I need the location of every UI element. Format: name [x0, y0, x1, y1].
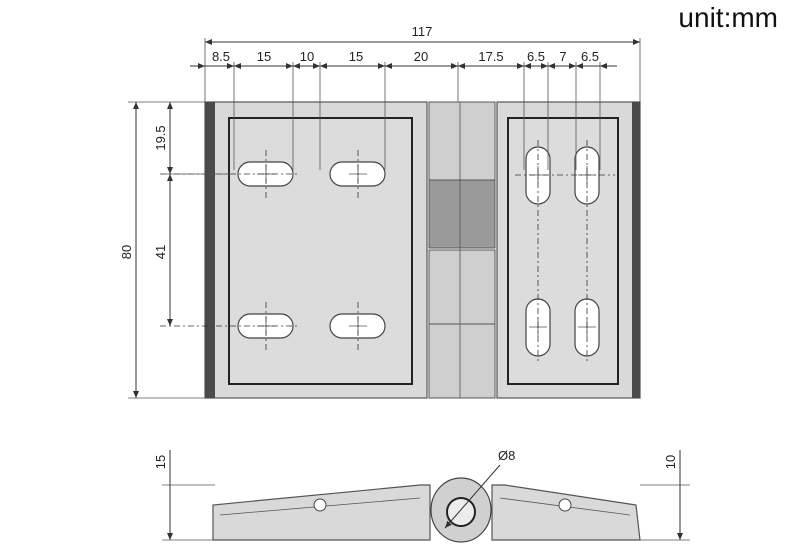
left-plate-edge [205, 102, 215, 398]
top-view [160, 101, 641, 399]
dim-seg-5: 20 [414, 49, 428, 64]
dim-seg-9: 6.5 [581, 49, 599, 64]
dim-pin-diameter: Ø8 [498, 448, 515, 463]
side-view: Ø8 15 10 [153, 448, 690, 543]
hinge-knuckle-mid [428, 179, 496, 249]
hinge-knuckle-lower [428, 249, 496, 325]
dim-seg-4: 15 [349, 49, 363, 64]
dim-overall-width: 117 [412, 24, 433, 39]
dim-side-height-left: 15 [153, 455, 168, 469]
dim-height-total: 80 [119, 245, 134, 259]
vertical-dimensions: 80 19.5 41 [119, 101, 230, 399]
dim-height-mid: 41 [153, 245, 168, 259]
horizontal-dimensions: 117 8.5 15 10 15 20 17.5 6.5 7 6.5 [190, 24, 641, 170]
dim-side-height-right: 10 [663, 455, 678, 469]
hinge-knuckle-bottom [428, 323, 496, 399]
dim-seg-3: 10 [300, 49, 314, 64]
hinge-knuckle-top [428, 101, 496, 181]
side-profile-right [491, 484, 641, 541]
dim-seg-1: 8.5 [212, 49, 230, 64]
side-screw-hole [558, 498, 572, 512]
right-plate-recess [507, 117, 619, 385]
side-screw-hole [313, 498, 327, 512]
dim-seg-6: 17.5 [478, 49, 503, 64]
unit-label: unit:mm [678, 2, 778, 33]
right-plate-edge [632, 102, 640, 398]
dim-seg-8: 7 [559, 49, 566, 64]
dim-height-top: 19.5 [153, 125, 168, 150]
left-plate-recess [228, 117, 413, 385]
dim-seg-2: 15 [257, 49, 271, 64]
dim-seg-7: 6.5 [527, 49, 545, 64]
side-profile-left [212, 484, 431, 541]
hinge-pin [446, 497, 476, 527]
